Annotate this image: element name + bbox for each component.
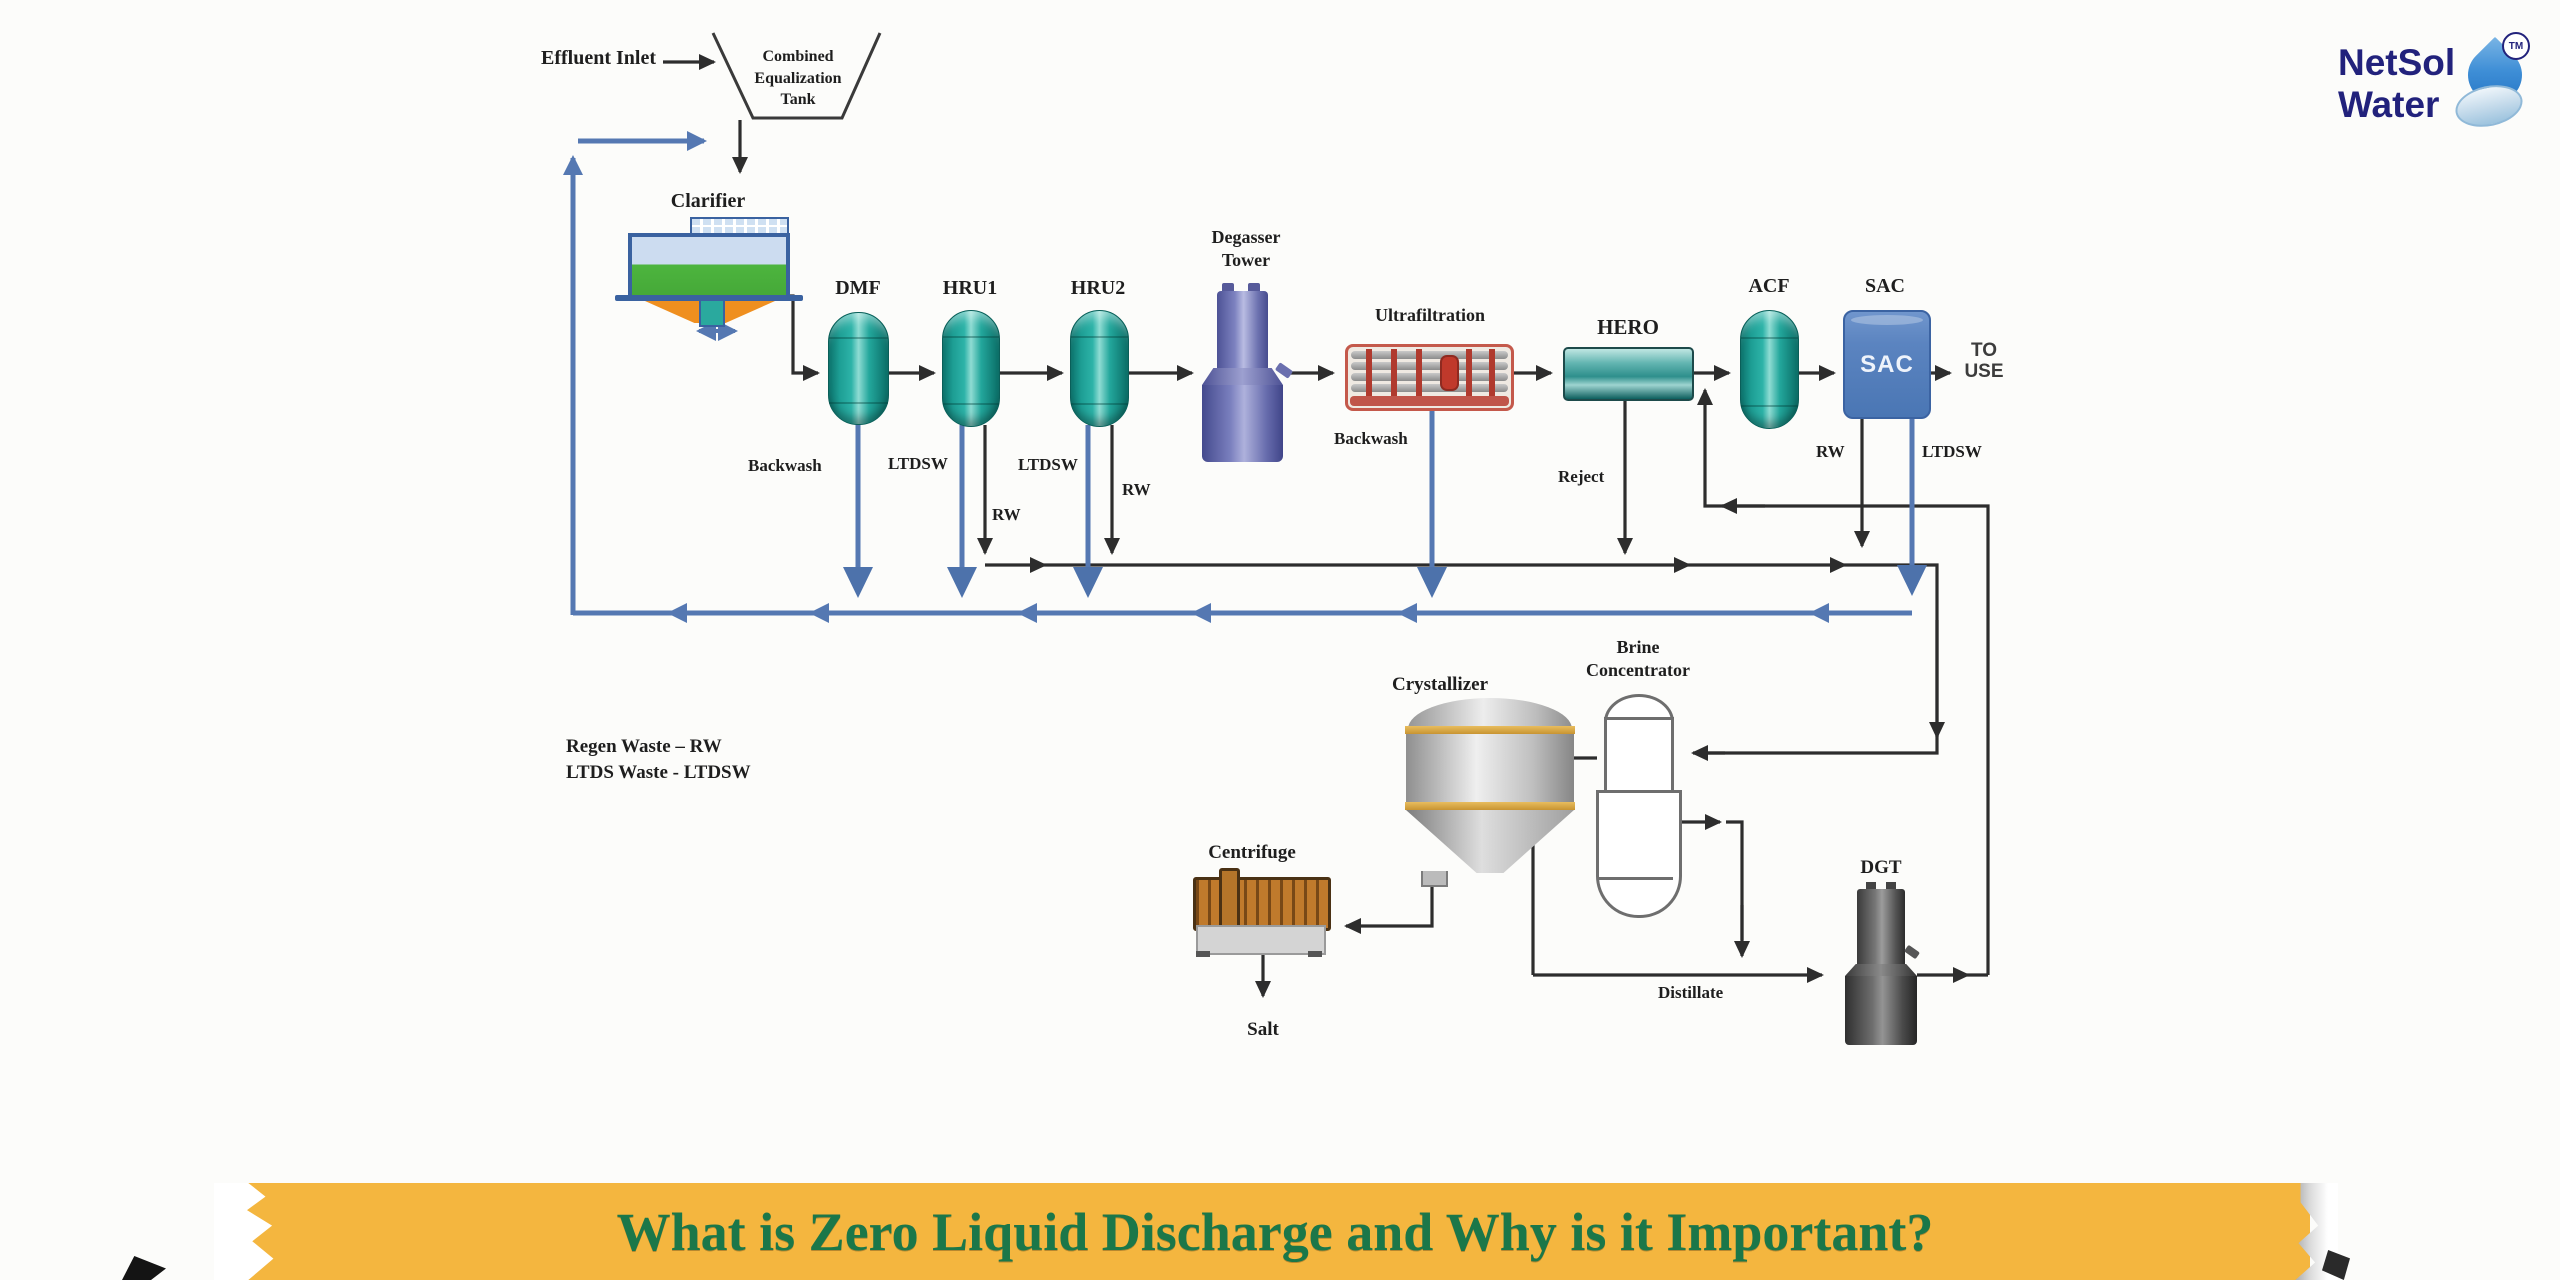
brine-concentrator-seam: [1599, 877, 1673, 880]
clarifier-core: [699, 299, 725, 327]
centrifuge-label: Centrifuge: [1208, 842, 1296, 863]
hero-label: HERO: [1597, 315, 1659, 339]
hero-membrane: [1563, 347, 1694, 401]
clarifier-shape: [628, 233, 790, 301]
dgt-nozzle-right: [1886, 882, 1896, 890]
rw-hru1-label: RW: [992, 505, 1021, 524]
backwash-dmf-label: Backwash: [748, 456, 822, 475]
rw-hru2-label: RW: [1122, 480, 1151, 499]
legend-line1: Regen Waste – RW: [566, 736, 722, 757]
reject-label: Reject: [1558, 467, 1605, 486]
acf-vessel: [1740, 310, 1799, 429]
dmf-vessel: [828, 312, 889, 425]
legend: Regen Waste – RW LTDS Waste - LTDSW: [566, 734, 846, 785]
effluent-inlet-label: Effluent Inlet: [541, 47, 656, 69]
logo-text-netsol: NetSol: [2338, 42, 2456, 83]
dgt-nozzle-left: [1866, 882, 1876, 890]
centrifuge-leg-right: [1308, 951, 1322, 957]
crystallizer-body: [1406, 734, 1574, 803]
ltdsw-sac-label: LTDSW: [1922, 442, 1982, 461]
degasser-shoulder: [1202, 368, 1283, 385]
ultrafiltration-label: Ultrafiltration: [1375, 305, 1485, 325]
degasser-nozzle-left: [1222, 283, 1234, 293]
crystallizer-band-top: [1405, 726, 1575, 734]
brine-concentrator-upper: [1604, 717, 1674, 796]
hru2-label: HRU2: [1070, 277, 1126, 299]
to-use-label: TO USE: [1964, 340, 2004, 382]
sac-vessel-text: SAC: [1860, 350, 1914, 378]
hru2-vessel: [1070, 310, 1129, 427]
acf-label: ACF: [1748, 275, 1790, 297]
equalization-tank-label: Combined Equalization Tank: [754, 48, 842, 109]
salt-label: Salt: [1247, 1019, 1279, 1040]
sac-label: SAC: [1864, 275, 1905, 297]
backwash-uf-label: Backwash: [1334, 429, 1408, 448]
centrifuge-leg-left: [1196, 951, 1210, 957]
banner: What is Zero Liquid Discharge and Why is…: [240, 1183, 2310, 1280]
brine-concentrator-lower: [1596, 790, 1682, 918]
centrifuge-base: [1196, 925, 1326, 955]
crystallizer-label: Crystallizer: [1391, 674, 1488, 695]
crystallizer-band-bottom: [1405, 802, 1575, 810]
degasser-nozzle-right: [1248, 283, 1260, 293]
clarifier-label: Clarifier: [670, 190, 746, 212]
centrifuge-drum: [1193, 877, 1331, 931]
ltdsw-hru2-label: LTDSW: [1018, 455, 1078, 474]
rw-sac-label: RW: [1816, 442, 1845, 461]
sac-vessel: SAC: [1843, 310, 1931, 419]
dgt-lower-shell: [1845, 976, 1917, 1045]
hru1-vessel: [942, 310, 1000, 427]
hru1-label: HRU1: [942, 277, 998, 299]
degasser-label: Degasser Tower: [1211, 227, 1281, 270]
degasser-upper-shell: [1217, 291, 1268, 368]
dgt-label: DGT: [1860, 857, 1902, 878]
brine-concentrator-label: Brine Concentrator: [1586, 637, 1690, 680]
banner-title: What is Zero Liquid Discharge and Why is…: [616, 1201, 1934, 1262]
logo-text-water: Water: [2338, 84, 2440, 125]
legend-line2: LTDS Waste - LTDSW: [566, 761, 751, 783]
crystallizer-spout: [1421, 871, 1448, 887]
distillate-label: Distillate: [1658, 983, 1724, 1002]
dgt-upper-shell: [1857, 889, 1905, 964]
ltdsw-hru1-label: LTDSW: [888, 454, 948, 473]
clarifier-rim: [615, 295, 803, 301]
trademark-icon: TM: [2502, 32, 2530, 60]
dgt-shoulder: [1845, 964, 1917, 976]
dmf-label: DMF: [835, 277, 881, 299]
degasser-lower-shell: [1202, 385, 1283, 462]
ultrafiltration-module: [1345, 344, 1514, 411]
